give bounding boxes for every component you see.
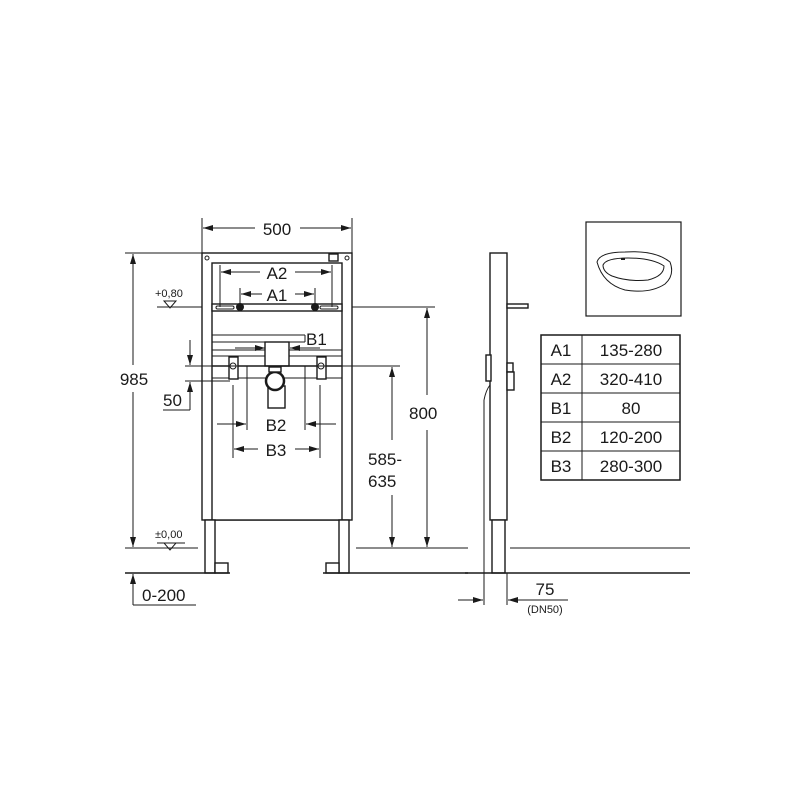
dim-height: 985 <box>120 370 148 389</box>
svg-text:B1: B1 <box>551 399 572 418</box>
dim-depth-note: (DN50) <box>527 604 562 616</box>
label-b1: B1 <box>306 330 327 349</box>
svg-text:120-200: 120-200 <box>600 428 662 447</box>
svg-text:B2: B2 <box>551 428 572 447</box>
dim-crossbar-height: 800 <box>409 404 437 423</box>
table-row: B1 80 <box>551 399 641 418</box>
side-view-frame <box>458 252 690 605</box>
dimension-labels: 500 985 +0,80 ±0,00 0-200 50 A2 A1 B1 B2… <box>120 220 438 605</box>
svg-text:280-300: 280-300 <box>600 457 662 476</box>
dim-floor-adjust: 0-200 <box>142 586 185 605</box>
svg-text:320-410: 320-410 <box>600 370 662 389</box>
label-b2: B2 <box>266 416 287 435</box>
svg-text:A1: A1 <box>551 341 572 360</box>
level-top: +0,80 <box>155 288 183 300</box>
dim-fitting-height-1: 585- <box>368 450 402 469</box>
dim-fitting-height-2: 635 <box>368 472 396 491</box>
svg-text:80: 80 <box>622 399 641 418</box>
table-row: A1 135-280 <box>551 341 663 360</box>
dim-offset: 50 <box>163 391 182 410</box>
label-a1: A1 <box>267 286 288 305</box>
dim-width: 500 <box>263 220 291 239</box>
table-row: A2 320-410 <box>551 370 663 389</box>
svg-text:135-280: 135-280 <box>600 341 662 360</box>
dim-depth: 75 <box>536 580 555 599</box>
level-zero: ±0,00 <box>155 529 182 541</box>
label-a2: A2 <box>267 264 288 283</box>
dimension-table <box>540 334 681 481</box>
svg-text:A2: A2 <box>551 370 572 389</box>
front-dimensions <box>125 218 468 606</box>
label-b3: B3 <box>266 441 287 460</box>
front-view-frame <box>201 252 353 574</box>
table-row: B3 280-300 <box>551 457 663 476</box>
table-row: B2 120-200 <box>551 428 663 447</box>
svg-text:B3: B3 <box>551 457 572 476</box>
washbasin-icon <box>585 221 682 317</box>
